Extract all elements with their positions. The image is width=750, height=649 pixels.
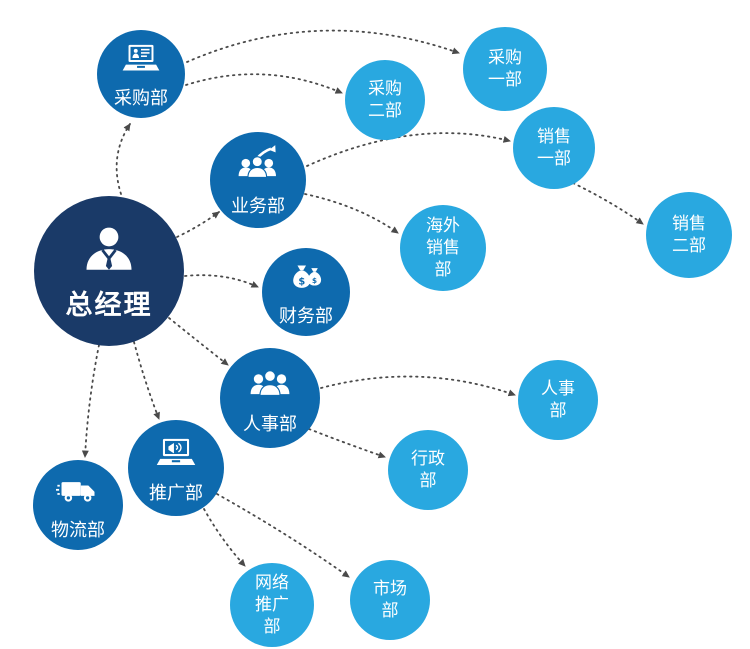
arrow-business-to-overseas-sales <box>304 193 399 234</box>
arrow-promotion-to-network-promotion <box>203 508 246 567</box>
node-label: 推广部 <box>149 482 203 504</box>
node-label: 人事部 <box>243 413 297 435</box>
node-label: 物流部 <box>51 519 105 541</box>
svg-text:$: $ <box>298 276 305 287</box>
business-person-icon <box>79 221 139 281</box>
node-label: 采购二部 <box>368 78 402 121</box>
node-purchasing-1: 采购一部 <box>463 27 547 111</box>
node-label: 网络推广部 <box>255 572 289 638</box>
node-market-dept: 市场部 <box>350 560 430 640</box>
arrow-root-to-purchasing <box>115 123 131 195</box>
team-icon <box>247 361 293 407</box>
money-bags-icon: $ $ <box>285 257 327 299</box>
node-overseas-sales: 海外销售部 <box>400 205 486 291</box>
laptop-broadcast-icon <box>154 432 198 476</box>
node-purchasing-2: 采购二部 <box>345 60 425 140</box>
node-purchasing-dept: 采购部 <box>97 30 185 118</box>
node-admin-dept: 行政部 <box>388 430 468 510</box>
node-business-dept: 业务部 <box>210 132 306 228</box>
arrow-root-to-logistics <box>81 344 100 458</box>
arrow-purchasing-to-purchasing2 <box>185 73 343 94</box>
node-label: 销售一部 <box>537 126 571 169</box>
team-growth-icon <box>235 143 281 189</box>
arrow-sales1-to-sales2 <box>572 182 644 225</box>
node-logistics-dept: 物流部 <box>33 460 123 550</box>
node-network-promotion: 网络推广部 <box>230 563 314 647</box>
node-finance-dept: $ $ 财务部 <box>262 248 350 336</box>
node-label: 采购一部 <box>488 47 522 90</box>
arrow-purchasing-to-purchasing1 <box>186 29 460 63</box>
node-promotion-dept: 推广部 <box>128 420 224 516</box>
node-label: 采购部 <box>114 87 168 109</box>
node-label: 市场部 <box>373 578 407 621</box>
node-label: 销售二部 <box>672 213 706 256</box>
arrow-root-to-business <box>176 211 220 238</box>
arrow-root-to-promotion <box>133 341 160 420</box>
node-hr-sub: 人事部 <box>518 360 598 440</box>
arrow-root-to-finance <box>184 274 259 288</box>
node-label: 总经理 <box>65 289 153 321</box>
node-label: 海外销售部 <box>426 215 460 281</box>
node-label: 财务部 <box>279 305 333 327</box>
node-label: 行政部 <box>411 448 445 491</box>
node-label: 业务部 <box>231 195 285 217</box>
arrow-root-to-hr <box>168 317 229 366</box>
node-hr-dept: 人事部 <box>220 348 320 448</box>
svg-text:$: $ <box>312 275 317 284</box>
laptop-user-icon <box>120 39 162 81</box>
node-sales-1: 销售一部 <box>513 107 595 189</box>
node-sales-2: 销售二部 <box>646 192 732 278</box>
arrow-hr-to-hr-sub <box>320 375 516 397</box>
arrow-hr-to-admin <box>308 428 386 459</box>
node-label: 人事部 <box>541 378 575 421</box>
node-general-manager: 总经理 <box>34 196 184 346</box>
truck-icon <box>56 469 100 513</box>
arrow-business-to-sales1 <box>306 132 511 167</box>
